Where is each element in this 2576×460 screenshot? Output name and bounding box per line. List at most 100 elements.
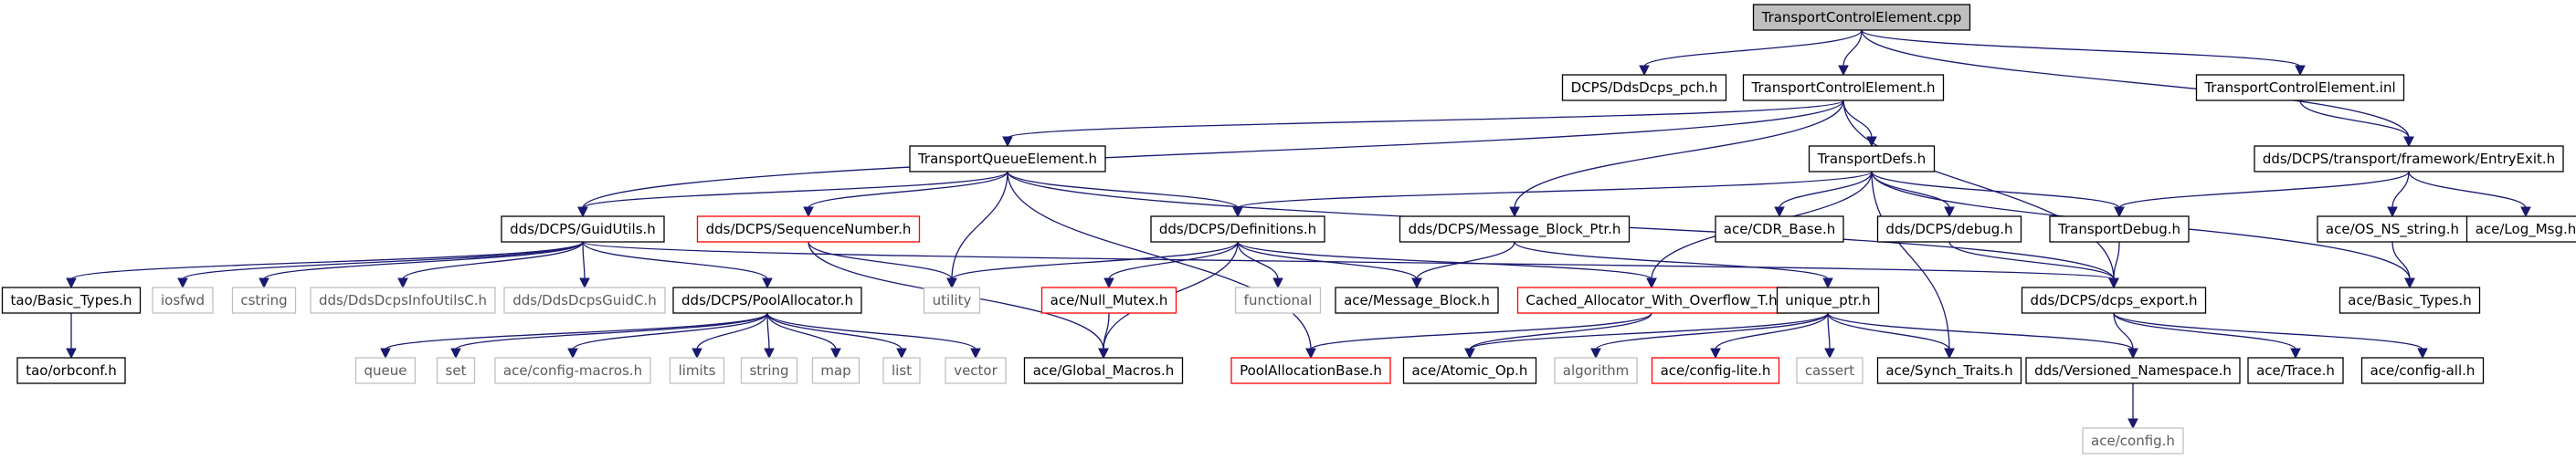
graph-node-box bbox=[811, 357, 860, 384]
edge-seqnum-to-utility bbox=[808, 241, 953, 280]
edge-arrowhead-poolalloc-to-limits bbox=[692, 348, 702, 360]
graph-node-cfgall[interactable]: ace/config-all.h bbox=[2360, 357, 2485, 384]
graph-node-guidutils[interactable]: dds/DCPS/GuidUtils.h bbox=[501, 215, 665, 243]
graph-node-cachedalloc[interactable]: Cached_Allocator_With_Overflow_T.h bbox=[1516, 287, 1787, 314]
edge-guidutils-to-guidc bbox=[582, 241, 586, 280]
graph-node-box bbox=[2021, 287, 2207, 314]
edge-tce_inl-to-entryexit bbox=[2299, 99, 2410, 139]
graph-node-orbconf[interactable]: tao/orbconf.h bbox=[16, 357, 126, 384]
graph-node-iosfwd: iosfwd bbox=[152, 287, 214, 314]
graph-node-cdrbase[interactable]: ace/CDR_Base.h bbox=[1715, 215, 1844, 243]
graph-node-label: ace/OS_NS_string.h bbox=[2326, 221, 2459, 238]
graph-node-cfglite[interactable]: ace/config-lite.h bbox=[1651, 357, 1780, 384]
graph-node-box bbox=[2465, 215, 2576, 243]
graph-node-acebt[interactable]: ace/Basic_Types.h bbox=[2338, 287, 2481, 314]
edge-guidutils-to-taobt bbox=[70, 241, 584, 280]
graph-node-label: ace/Basic_Types.h bbox=[2348, 292, 2471, 309]
graph-node-label: ace/Null_Mutex.h bbox=[1050, 292, 1168, 309]
graph-node-box bbox=[1402, 357, 1537, 384]
graph-node-msgblock[interactable]: ace/Message_Block.h bbox=[1335, 287, 1499, 314]
graph-node-pch[interactable]: DCPS/DdsDcps_pch.h bbox=[1561, 74, 1727, 101]
graph-node-box bbox=[1554, 357, 1638, 384]
edge-arrowhead-defs-to-functional bbox=[1272, 277, 1283, 289]
edge-arrowhead-tdefs-to-cdrbase bbox=[1774, 206, 1785, 218]
edge-tce_h-to-tqe bbox=[1007, 99, 1844, 139]
graph-node-label: dds/DCPS/dcps_export.h bbox=[2030, 292, 2197, 309]
graph-node-entryexit[interactable]: dds/DCPS/transport/framework/EntryExit.h bbox=[2254, 145, 2564, 172]
edge-arrowhead-poolalloc-to-vector bbox=[970, 348, 981, 360]
graph-node-box bbox=[1752, 4, 1971, 31]
edge-arrowhead-defs-to-cachedalloc bbox=[1646, 277, 1657, 289]
edge-poolalloc-to-set bbox=[455, 312, 768, 350]
graph-node-label: functional bbox=[1244, 292, 1313, 308]
edge-cachedalloc-to-atomicop bbox=[1469, 312, 1652, 350]
graph-node-box bbox=[1040, 287, 1177, 314]
edge-poolalloc-to-vector bbox=[766, 312, 977, 350]
graph-node-poolalloc[interactable]: dds/DCPS/PoolAllocator.h bbox=[672, 287, 862, 314]
edge-arrowhead-osns-to-acebt bbox=[2404, 277, 2415, 289]
graph-node-nullmutex[interactable]: ace/Null_Mutex.h bbox=[1040, 287, 1177, 314]
graph-node-debug[interactable]: dds/DCPS/debug.h bbox=[1876, 215, 2022, 243]
edge-arrowhead-uniqueptr-to-atomicop bbox=[1464, 348, 1475, 360]
graph-node-logmsg[interactable]: ace/Log_Msg.h bbox=[2465, 215, 2576, 243]
graph-node-label: algorithm bbox=[1563, 362, 1629, 379]
edge-arrowhead-versionedns-to-aceconfig bbox=[2127, 418, 2138, 430]
graph-node-atomicop[interactable]: ace/Atomic_Op.h bbox=[1402, 357, 1537, 384]
graph-node-tdebug[interactable]: TransportDebug.h bbox=[2049, 215, 2190, 243]
graph-node-versionedns[interactable]: dds/Versioned_Namespace.h bbox=[2025, 357, 2241, 384]
graph-node-osns[interactable]: ace/OS_NS_string.h bbox=[2317, 215, 2468, 243]
edge-nullmutex-to-globalmacros bbox=[1103, 312, 1110, 350]
graph-node-box bbox=[2338, 287, 2481, 314]
edge-arrowhead-guidutils-to-guidc bbox=[579, 277, 590, 289]
graph-node-box bbox=[1023, 357, 1184, 384]
edge-arrowhead-poolalloc-to-set bbox=[450, 348, 461, 360]
graph-node-tdefs[interactable]: TransportDefs.h bbox=[1808, 145, 1936, 172]
graph-node-taobt[interactable]: tao/Basic_Types.h bbox=[1, 287, 142, 314]
edge-osns-to-acebt bbox=[2391, 241, 2411, 280]
graph-node-synchtraits[interactable]: ace/Synch_Traits.h bbox=[1876, 357, 2022, 384]
edge-arrowhead-mbptr-to-uniqueptr bbox=[1822, 277, 1833, 289]
graph-node-box bbox=[1876, 357, 2022, 384]
edge-poolalloc-to-cfgmacros bbox=[572, 312, 768, 350]
graph-node-label: map bbox=[820, 362, 850, 379]
edge-arrowhead-guidutils-to-poolalloc bbox=[762, 277, 773, 289]
graph-node-tce_h[interactable]: TransportControlElement.h bbox=[1742, 74, 1945, 101]
graph-node-box bbox=[2254, 145, 2564, 172]
graph-node-cfgmacros: ace/config-macros.h bbox=[494, 357, 651, 384]
graph-node-box bbox=[1230, 357, 1391, 384]
edge-mbptr-to-uniqueptr bbox=[1514, 241, 1829, 280]
graph-node-trace[interactable]: ace/Trace.h bbox=[2247, 357, 2344, 384]
graph-node-globalmacros[interactable]: ace/Global_Macros.h bbox=[1023, 357, 1184, 384]
edge-uniqueptr-to-cfglite bbox=[1715, 312, 1829, 350]
graph-node-root[interactable]: TransportControlElement.cpp bbox=[1752, 4, 1971, 31]
graph-node-label: limits bbox=[679, 362, 716, 379]
graph-node-map: map bbox=[811, 357, 860, 384]
edge-tqe-to-defs bbox=[1007, 171, 1239, 209]
graph-node-box bbox=[1776, 287, 1880, 314]
graph-node-label: TransportQueueElement.h bbox=[917, 151, 1097, 167]
graph-node-tce_inl[interactable]: TransportControlElement.inl bbox=[2195, 74, 2405, 101]
graph-node-label: dds/DCPS/transport/framework/EntryExit.h bbox=[2263, 151, 2555, 167]
graph-node-box bbox=[354, 357, 417, 384]
graph-node-seqnum[interactable]: dds/DCPS/SequenceNumber.h bbox=[696, 215, 921, 243]
graph-node-box bbox=[1796, 357, 1863, 384]
graph-node-box bbox=[1876, 215, 2022, 243]
graph-node-defs[interactable]: dds/DCPS/Definitions.h bbox=[1150, 215, 1325, 243]
graph-node-tqe[interactable]: TransportQueueElement.h bbox=[909, 145, 1106, 172]
graph-node-label: ace/config-lite.h bbox=[1661, 362, 1771, 379]
graph-node-box bbox=[740, 357, 798, 384]
edge-poolalloc-to-string bbox=[766, 312, 770, 350]
graph-node-uniqueptr[interactable]: unique_ptr.h bbox=[1776, 287, 1880, 314]
edge-arrowhead-uniqueptr-to-cassert bbox=[1824, 348, 1835, 360]
edge-arrowhead-poolalloc-to-queue bbox=[380, 348, 391, 360]
graph-node-algorithm: algorithm bbox=[1554, 357, 1638, 384]
graph-node-poolallocbase[interactable]: PoolAllocationBase.h bbox=[1230, 357, 1391, 384]
graph-node-box bbox=[923, 287, 981, 314]
graph-node-dcpsexport[interactable]: dds/DCPS/dcps_export.h bbox=[2021, 287, 2207, 314]
graph-node-mbptr[interactable]: dds/DCPS/Message_Block_Ptr.h bbox=[1399, 215, 1631, 243]
edges-layer bbox=[66, 29, 2531, 430]
edge-tqe-to-utility bbox=[951, 171, 1008, 280]
edge-defs-to-msgblock bbox=[1237, 241, 1418, 280]
graph-node-label: DCPS/DdsDcps_pch.h bbox=[1571, 79, 1718, 97]
graph-node-box bbox=[1, 287, 142, 314]
